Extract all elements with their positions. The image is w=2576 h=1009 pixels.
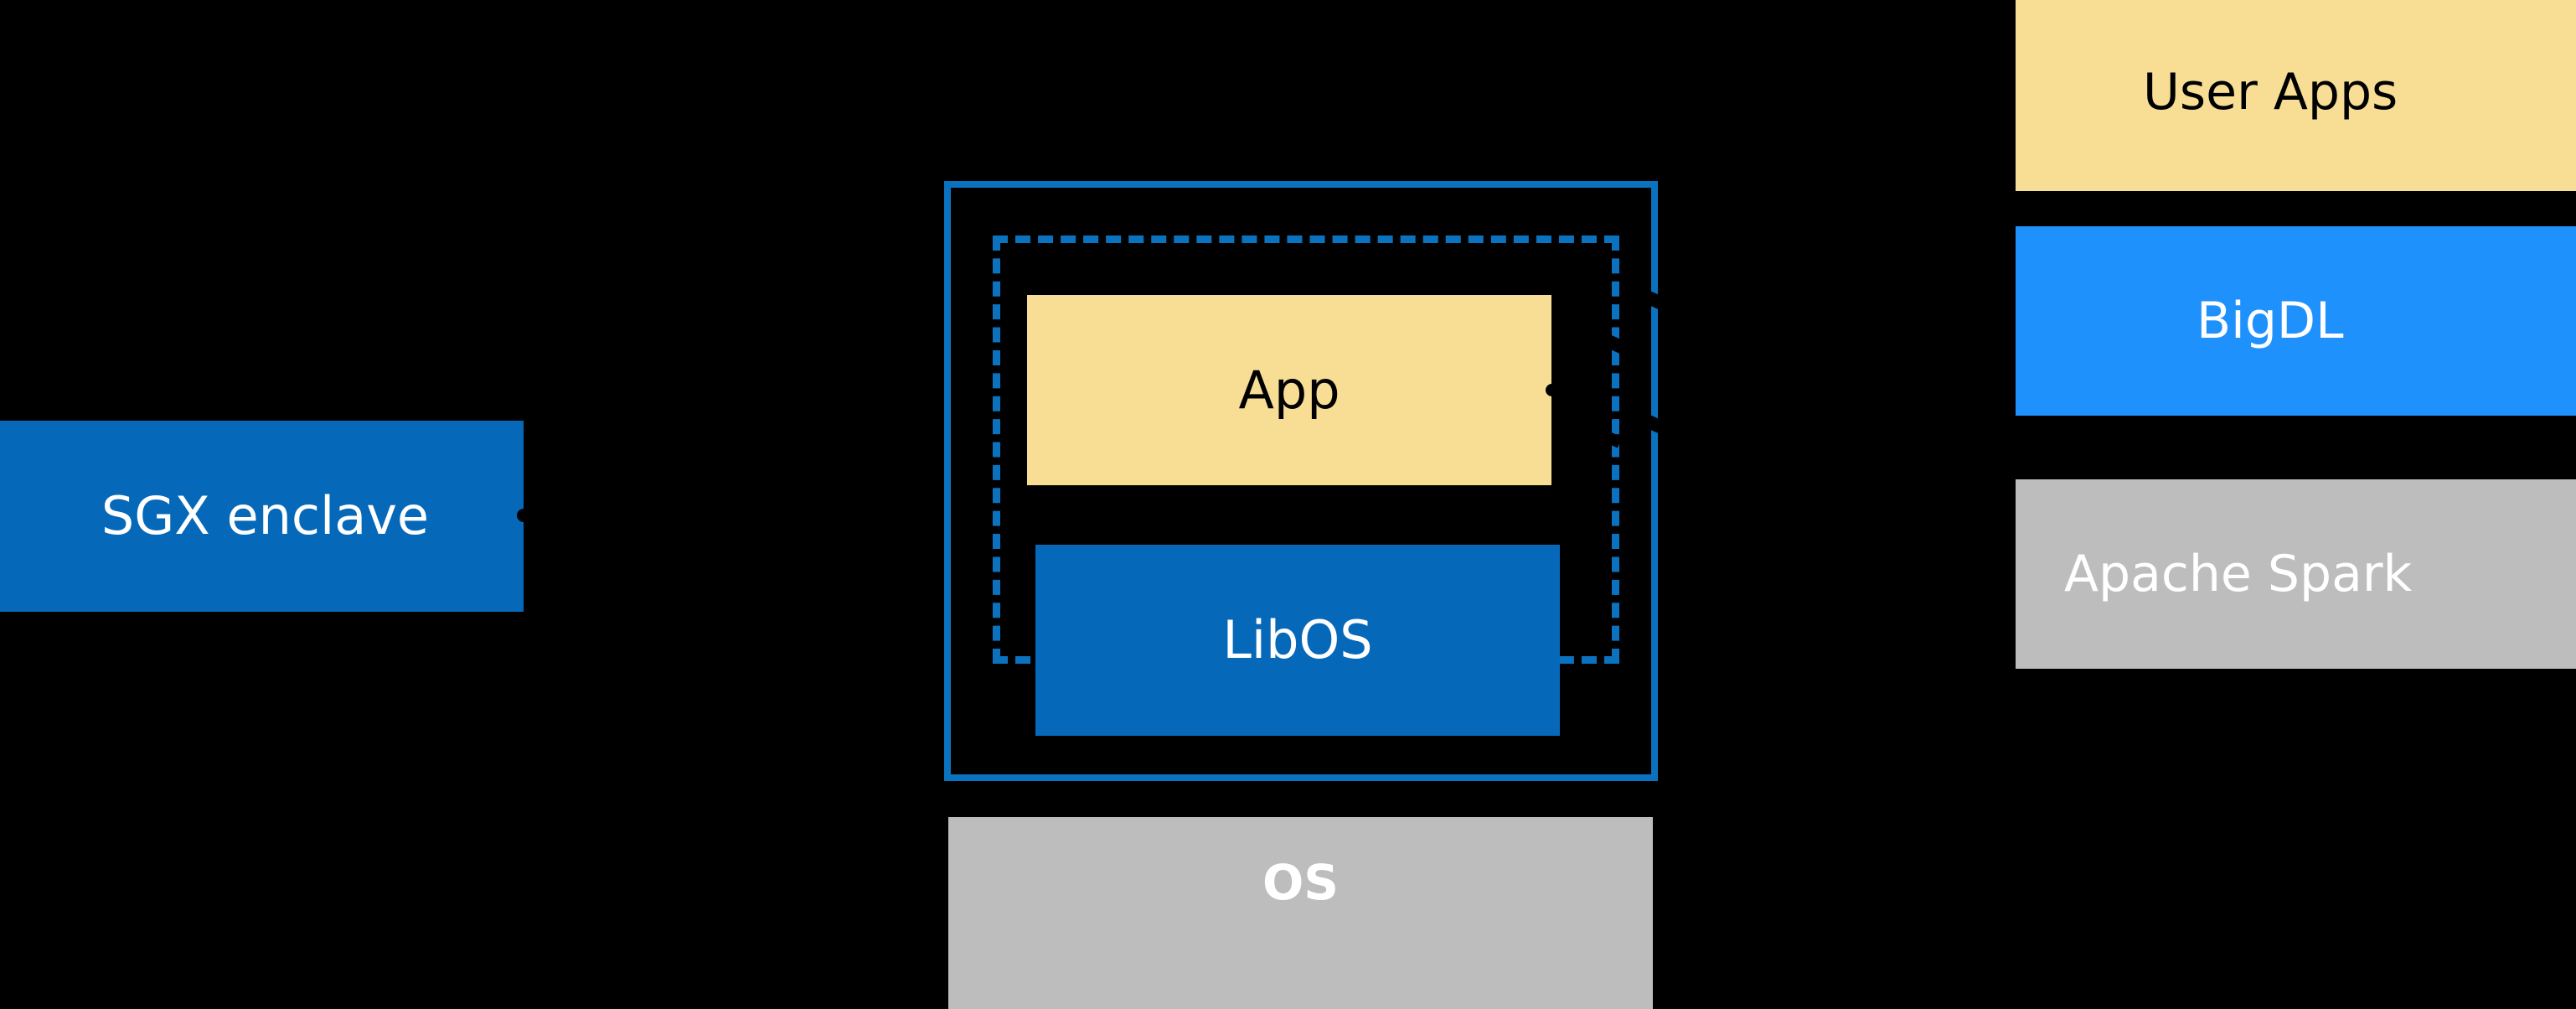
app-label: App [1238, 359, 1340, 421]
user-apps-label: User Apps [2143, 62, 2398, 122]
bigdl-box[interactable]: BigDL [2016, 226, 2576, 416]
sgx-enclave-label: SGX enclave [101, 485, 430, 547]
enclave-container-outline [944, 181, 1658, 781]
os-box[interactable]: OS [948, 817, 1653, 1009]
sgx-enclave-box[interactable]: SGX enclave [0, 421, 524, 612]
user-apps-box[interactable]: User Apps [2016, 0, 2576, 191]
sgx-enclave-connector-dot [517, 509, 530, 522]
app-box[interactable]: App [1027, 295, 1551, 485]
libos-label: LibOS [1222, 609, 1373, 671]
bigdl-label: BigDL [2197, 291, 2344, 350]
app-connector-dot [1546, 384, 1558, 396]
os-label: OS [1262, 854, 1340, 911]
libos-box[interactable]: LibOS [1035, 545, 1560, 736]
apache-spark-label: Apache Spark [2064, 544, 2413, 603]
apache-spark-box[interactable]: Apache Spark [2016, 479, 2576, 669]
